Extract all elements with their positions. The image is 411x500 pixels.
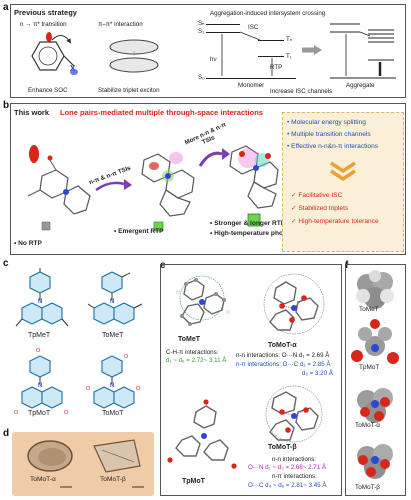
- panel-a-box: [10, 4, 406, 98]
- chevron-down-icon: [330, 161, 356, 182]
- e-tomet-int-title: C-H-π interactions:: [166, 349, 219, 356]
- f-tomet-label: ToMeT: [359, 306, 379, 313]
- e-beta-name: ToMoT-β: [268, 444, 297, 451]
- panel-c-label: c: [3, 258, 9, 269]
- feature-item-2: • Multiple transition channels: [287, 131, 371, 138]
- features-box: • Molecular energy splitting • Multiple …: [282, 112, 404, 252]
- agg-title: Aggregation-induced intersystem crossing: [210, 10, 326, 17]
- stronger-rtp-label: • Stronger & longer RTP: [210, 220, 286, 227]
- monomer-label: Monomer: [238, 82, 265, 89]
- panel-b-box: [10, 103, 406, 255]
- t1-label: T₁: [286, 53, 292, 60]
- e-tomet-int-value: d₁ ~ d₆ = 2.72~ 3.11 Å: [166, 357, 227, 364]
- svg-text:O: O: [36, 348, 41, 354]
- svg-text:O: O: [64, 410, 69, 416]
- crystal-shapes: [27, 439, 144, 488]
- isc-label: ISC: [248, 24, 259, 31]
- caption-enhance-soc: Enhance SOC: [28, 87, 68, 94]
- panel-a-title: Previous strategy: [14, 8, 77, 17]
- feature-item-1: • Molecular energy splitting: [287, 119, 366, 126]
- caption-isc-channels: Increase ISC channels: [270, 88, 333, 95]
- panel-c-structures: N N O N O O O N O O: [14, 268, 143, 416]
- svg-text:O: O: [136, 386, 141, 392]
- f-tomot-beta-label: ToMoT-β: [355, 484, 380, 491]
- panel-a-label: a: [3, 2, 9, 13]
- space-filling-models: [351, 270, 399, 479]
- transition-2-label: π–π* interaction: [98, 21, 143, 28]
- svg-text:N: N: [110, 299, 114, 305]
- crystal-photo: ToMoT-α ToMoT-β: [12, 432, 154, 496]
- tpmot-label: TpMoT: [28, 410, 51, 417]
- x-atom-label: X: [70, 64, 76, 73]
- result-item-3: ✓ High-temperature tolerance: [291, 218, 379, 225]
- crystal-alpha-label: ToMoT-α: [30, 476, 56, 483]
- e-beta-nn-title: n-n interactions:: [272, 456, 317, 463]
- tomet-label: ToMeT: [102, 332, 124, 339]
- panel-e-label: e: [160, 260, 166, 271]
- result-item-2: ✓ Stabilized triplets: [291, 205, 349, 212]
- hv-label: hν: [210, 56, 217, 63]
- svg-text:O: O: [124, 354, 129, 360]
- svg-text:O: O: [86, 386, 91, 392]
- f-tpmot-label: TpMoT: [359, 364, 380, 371]
- e-alpha-npi1: n-π interactions: O···C d₂ = 2.85 Å: [236, 361, 331, 368]
- svg-text:N: N: [110, 383, 114, 389]
- panel-b-label: b: [3, 100, 10, 111]
- panel-e-box: [160, 264, 342, 496]
- crystal-beta-label: ToMoT-β: [100, 476, 126, 483]
- e-beta-npi: O···C d₄ ~ d₆ = 2.81~ 3.45 Å: [248, 482, 327, 489]
- feature-item-3: • Effective n-n&n-π interactions: [287, 143, 379, 150]
- e-alpha-name: ToMoT-α: [268, 342, 297, 349]
- stacked-benzene-diagram: [109, 39, 159, 73]
- panel-d-label: d: [3, 428, 10, 439]
- svg-text:N: N: [38, 383, 42, 389]
- benzene-x-diagram: [31, 32, 78, 75]
- e-alpha-npi2: d₃ = 3.20 Å: [302, 370, 333, 377]
- svg-text:N: N: [38, 299, 42, 305]
- e-beta-npi-title: n-π interactions:: [272, 473, 317, 480]
- tomot-label: ToMoT: [102, 410, 124, 417]
- panel-f-box: [345, 264, 406, 496]
- high-temp-phos-label: • High-temperature phos: [210, 230, 287, 237]
- this-work-label: This work: [14, 108, 50, 117]
- sn-label: Sₙ: [198, 20, 205, 27]
- f-tomot-alpha-label: ToMoT-α: [355, 422, 380, 429]
- tn-label: Tₙ: [286, 36, 293, 43]
- panel-f-label: f: [345, 260, 349, 271]
- this-work-subtitle: Lone pairs-mediated multiple through-spa…: [60, 108, 263, 117]
- s1-label: S₁: [198, 28, 205, 35]
- s0-label: S₀: [198, 74, 205, 81]
- energy-diagram: Sₙ S₁ S₀ Tₙ T₁ ISC RTP hν Monomer Aggreg…: [198, 20, 398, 89]
- panel-e-structures: [167, 273, 325, 469]
- svg-text:O: O: [14, 410, 19, 416]
- e-alpha-nn: n-n interactions: O···N d₁ = 2.69 Å: [236, 352, 330, 359]
- emergent-rtp-label: • Emergent RTP: [114, 228, 164, 235]
- panel-b-molecules: [27, 145, 279, 232]
- caption-stabilize: Stabilize triplet exciton: [98, 87, 160, 94]
- aggregate-label: Aggregate: [346, 82, 375, 89]
- e-tpmot-name: TpMoT: [182, 478, 205, 485]
- no-rtp-label: • No RTP: [14, 240, 42, 247]
- e-beta-nn: O···N d₁ ~ d₃ = 2.68~ 2.71 Å: [248, 464, 327, 471]
- e-tomet-name: ToMeT: [178, 336, 201, 343]
- rtp-label: RTP: [270, 64, 283, 71]
- transition-1-label: n → π* transition: [20, 21, 67, 28]
- tpmet-label: TpMeT: [28, 332, 51, 339]
- result-item-1: ✓ Facilitative ISC: [291, 192, 343, 199]
